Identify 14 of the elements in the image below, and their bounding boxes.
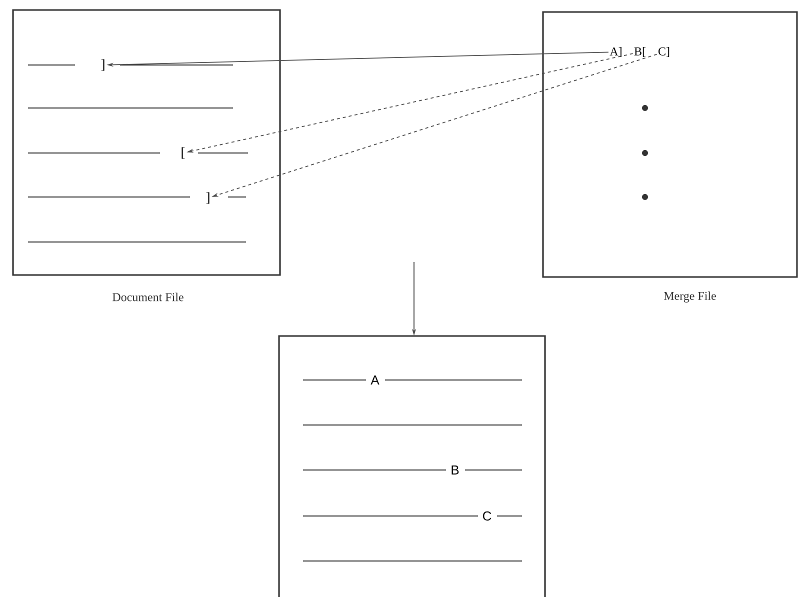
field-marker: C]	[658, 47, 670, 57]
field-marker: B	[452, 466, 459, 474]
field-marker: C	[482, 511, 492, 521]
field-marker: ]	[206, 192, 210, 204]
field-marker: ]	[101, 59, 104, 71]
field-marker: A]	[610, 47, 622, 57]
field-marker: [	[182, 147, 185, 159]
file-box	[12, 9, 281, 276]
field-marker: B[	[634, 47, 646, 57]
file-box	[542, 11, 798, 278]
file-caption: Merge File	[664, 292, 716, 302]
page-box	[278, 335, 546, 597]
file-caption: Document File	[112, 292, 184, 302]
field-marker: A	[370, 376, 380, 384]
